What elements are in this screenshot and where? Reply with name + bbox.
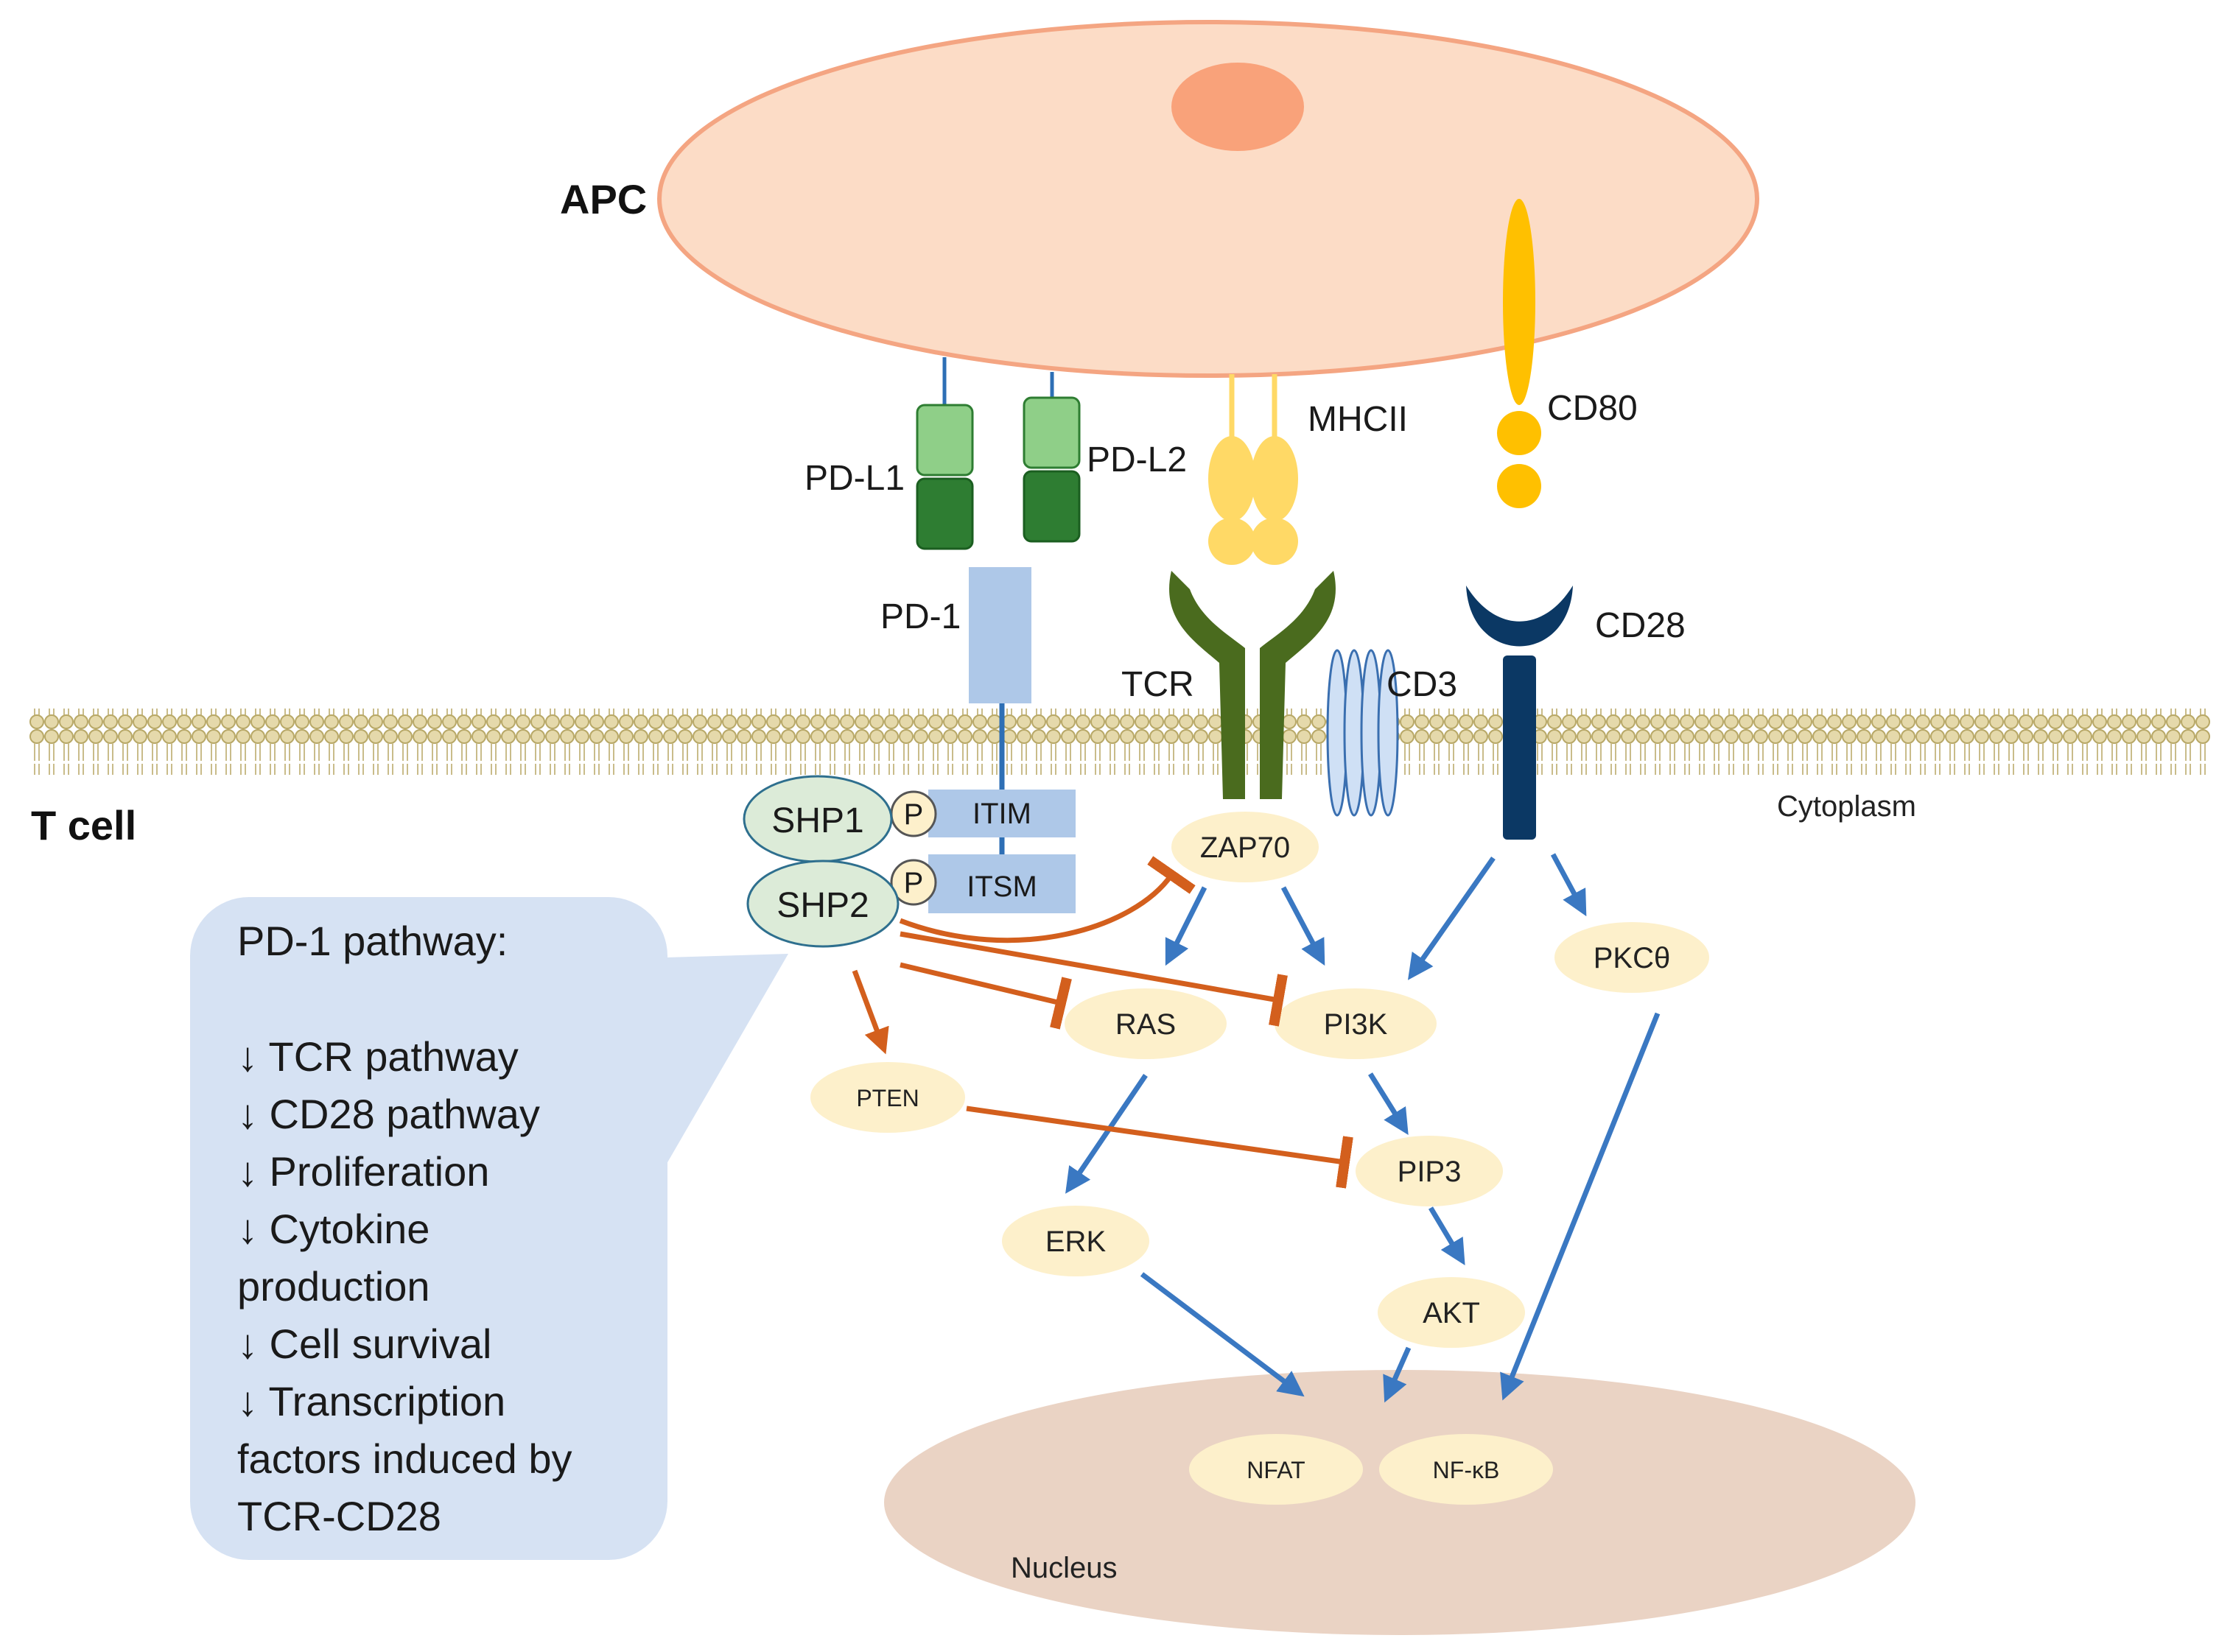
cd28-label: CD28 (1595, 606, 1686, 645)
info-line-5: ↓ Cytokine (237, 1206, 430, 1252)
svg-text:P: P (904, 867, 924, 899)
info-box: PD-1 pathway: ↓ TCR pathway ↓ CD28 pathw… (190, 897, 788, 1560)
svg-text:ERK: ERK (1045, 1226, 1107, 1258)
svg-text:RAS: RAS (1115, 1008, 1176, 1041)
svg-text:PIP3: PIP3 (1398, 1156, 1462, 1188)
inhibit-shp2-zap70 (899, 856, 1196, 943)
apc-cell (657, 20, 1759, 378)
pip3-node: PIP3 (1356, 1136, 1503, 1206)
svg-text:SHP2: SHP2 (777, 886, 869, 925)
svg-text:SHP1: SHP1 (771, 801, 863, 840)
ras-node: RAS (1065, 988, 1227, 1059)
arrow-pip3-akt (1428, 1206, 1465, 1266)
nfkb-node: NF-κB (1379, 1434, 1553, 1505)
info-line-7: ↓ Cell survival (237, 1321, 491, 1367)
apc-nucleus (1171, 63, 1304, 151)
phospho-itim: P (890, 790, 937, 837)
arrow-akt-nucleus (1383, 1346, 1412, 1403)
pd-1-receptor: ITIM ITSM (928, 567, 1076, 913)
akt-node: AKT (1378, 1277, 1525, 1348)
pd-1-label: PD-1 (880, 597, 961, 636)
info-line-3: ↓ CD28 pathway (237, 1091, 540, 1137)
itsm-box (928, 854, 1076, 913)
itsm-label: ITSM (967, 871, 1037, 903)
tcr-label: TCR (1121, 665, 1194, 704)
pd-l1-label: PD-L1 (804, 459, 905, 498)
arrow-erk-nfat (1140, 1272, 1305, 1397)
arrow-zap70-ras (1165, 886, 1207, 966)
arrow-shp2-pten (852, 969, 889, 1055)
pten-node: PTEN (810, 1062, 965, 1133)
svg-text:AKT: AKT (1423, 1297, 1480, 1329)
apc-label: APC (560, 176, 647, 222)
arrow-ras-erk (1065, 1074, 1148, 1194)
itim-box (928, 790, 1076, 837)
svg-text:PTEN: PTEN (856, 1085, 919, 1111)
svg-text:NF-κB: NF-κB (1433, 1457, 1500, 1483)
pd-l2-ligand (1023, 372, 1081, 543)
shp2-node: SHP2 (746, 860, 900, 948)
arrow-pkc-nfkb (1500, 1012, 1661, 1401)
inhibit-pten-pip3 (966, 1106, 1353, 1189)
svg-text:ZAP70: ZAP70 (1200, 832, 1290, 864)
phospho-itsm: P (890, 859, 937, 906)
info-line-0: PD-1 pathway: (237, 918, 508, 964)
nucleus (884, 1370, 1915, 1635)
cd3-complex (1326, 649, 1399, 817)
arrow-zap70-pi3k (1280, 886, 1325, 966)
pd-l2-label: PD-L2 (1087, 440, 1187, 479)
tcr-receptor (1169, 571, 1336, 799)
inhibit-shp2-ras (900, 962, 1072, 1030)
inhibition-arrows (852, 856, 1353, 1189)
arrow-cd28-pkc (1550, 853, 1587, 917)
cd80-label: CD80 (1547, 389, 1638, 428)
shp1-node: SHP1 (743, 775, 893, 863)
info-line-4: ↓ Proliferation (237, 1148, 489, 1195)
pd-l1-ligand (916, 357, 974, 550)
svg-text:PKCθ: PKCθ (1594, 942, 1671, 974)
arrow-pi3k-pip3 (1368, 1072, 1409, 1135)
t-cell-label: T cell (31, 802, 136, 848)
svg-text:P: P (904, 798, 924, 831)
mhcii-label: MHCII (1308, 400, 1408, 439)
cd80-molecule (1497, 199, 1541, 508)
nfat-node: NFAT (1189, 1434, 1363, 1505)
svg-text:NFAT: NFAT (1247, 1457, 1305, 1483)
cell-membrane (29, 709, 2210, 775)
svg-text:PI3K: PI3K (1324, 1008, 1388, 1041)
cd28-receptor (1466, 586, 1573, 840)
pkc-theta-node: PKCθ (1554, 922, 1709, 993)
itim-label: ITIM (972, 798, 1031, 830)
inhibit-shp2-pi3k (900, 931, 1288, 1027)
info-line-8: ↓ Transcription (237, 1378, 505, 1424)
erk-node: ERK (1002, 1206, 1149, 1276)
pi3k-node: PI3K (1275, 988, 1437, 1059)
info-line-2: ↓ TCR pathway (237, 1033, 519, 1080)
info-line-6: production (237, 1263, 430, 1310)
arrow-cd28-pi3k (1407, 856, 1496, 980)
zap70-node: ZAP70 (1171, 812, 1319, 882)
info-line-9: factors induced by (237, 1435, 572, 1482)
nucleus-label: Nucleus (1011, 1552, 1118, 1584)
mhcii-molecule (1208, 374, 1298, 565)
cytoplasm-label: Cytoplasm (1777, 790, 1916, 823)
info-line-10: TCR-CD28 (237, 1493, 441, 1539)
activation-arrows (1065, 853, 1661, 1403)
cd3-label: CD3 (1387, 665, 1457, 704)
